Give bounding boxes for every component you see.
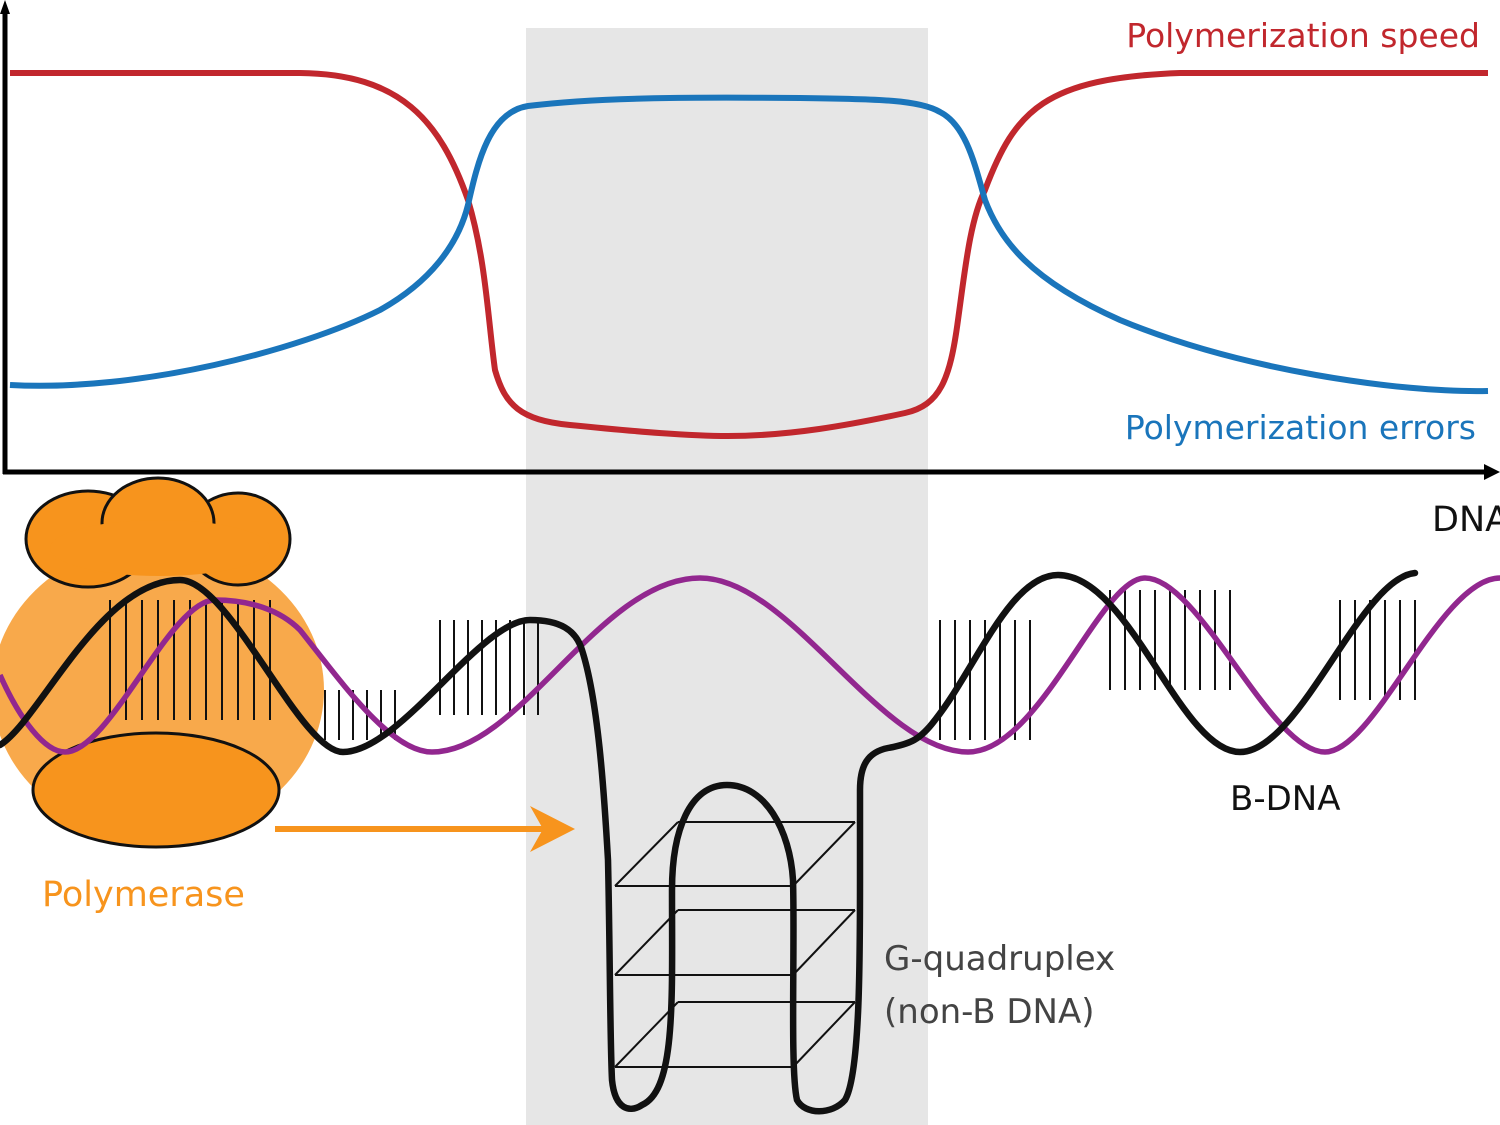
errors-label: Polymerization errors [1125,408,1476,447]
tetrad-line [792,821,856,887]
tetrad-line [614,1001,679,1068]
tetrad-line [614,909,679,976]
non-b-dna-label: (non-B DNA) [884,992,1095,1032]
purple-strand [0,575,1500,755]
black-strand [0,569,1419,1115]
x-axis-label: DNA [1432,500,1500,540]
polymerase-bottom-lobe [31,731,281,849]
g-quadruplex-label: G-quadruplex [884,939,1115,979]
polymerase-label: Polymerase [42,875,245,915]
arrow-head [530,806,575,852]
polymerase-direction-arrow [275,806,575,852]
errors-curve [9,94,1489,395]
x-axis-arrowhead [1484,464,1500,480]
tetrad-line [792,909,856,976]
axes [0,0,1500,480]
non-b-dna-region-band [526,28,928,1125]
polymerase-top-clamp [24,476,292,589]
clamp-fill [50,520,270,576]
y-axis-arrowhead [0,0,10,14]
speed-label: Polymerization speed [1126,16,1480,55]
tetrad-line [614,821,679,887]
g-quadruplex-tetrads [614,821,856,1068]
tetrad-line [792,1001,856,1068]
b-dna-label: B-DNA [1230,779,1340,819]
polymerase [0,542,324,849]
